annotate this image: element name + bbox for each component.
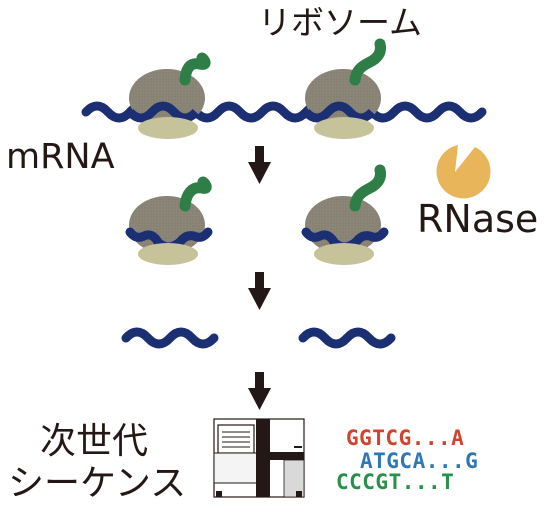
- down-arrow-1: [248, 146, 271, 184]
- ribosome-1: [126, 52, 211, 139]
- ribosome-1-mrna-front: [126, 101, 200, 123]
- rnase-enzyme-icon: [436, 145, 491, 199]
- ribosome-small-subunit: [138, 243, 198, 265]
- rnase-label: RNase: [417, 197, 539, 241]
- step2-protected-fragments: [125, 164, 389, 265]
- footprint-fragment-1: [121, 327, 219, 349]
- footprint-fragment-2: [298, 327, 396, 349]
- down-arrow-3: [248, 372, 271, 410]
- ribosome-2: [302, 38, 386, 139]
- ribosome-small-subunit: [314, 117, 374, 139]
- ngs-label-line2: シーケンス: [8, 463, 187, 504]
- sequencer-machine-icon: [213, 418, 305, 498]
- nascent-peptide: [179, 52, 211, 86]
- down-arrow-2: [248, 272, 271, 310]
- ribosome-label: リボソーム: [258, 3, 423, 42]
- step1-translating-mrna: [81, 38, 487, 139]
- ribosome-small-subunit: [314, 243, 374, 265]
- nascent-peptide: [349, 38, 386, 86]
- nascent-peptide: [349, 164, 386, 212]
- sequence-read: CCCGT...T: [336, 470, 455, 494]
- ribosome-small-subunit: [138, 117, 198, 139]
- protected-ribosome-2: [301, 164, 389, 265]
- step3-footprint-fragments: [121, 327, 396, 349]
- ribosome-2-mrna-front: [302, 101, 376, 123]
- protected-ribosome-1: [125, 176, 213, 265]
- nascent-peptide: [179, 176, 212, 212]
- mrna-label: mRNA: [6, 137, 115, 177]
- ngs-label-line1: 次世代: [40, 421, 149, 462]
- sequence-read: ATGCA...G: [360, 449, 479, 473]
- sequence-read: GGTCG...A: [346, 426, 465, 450]
